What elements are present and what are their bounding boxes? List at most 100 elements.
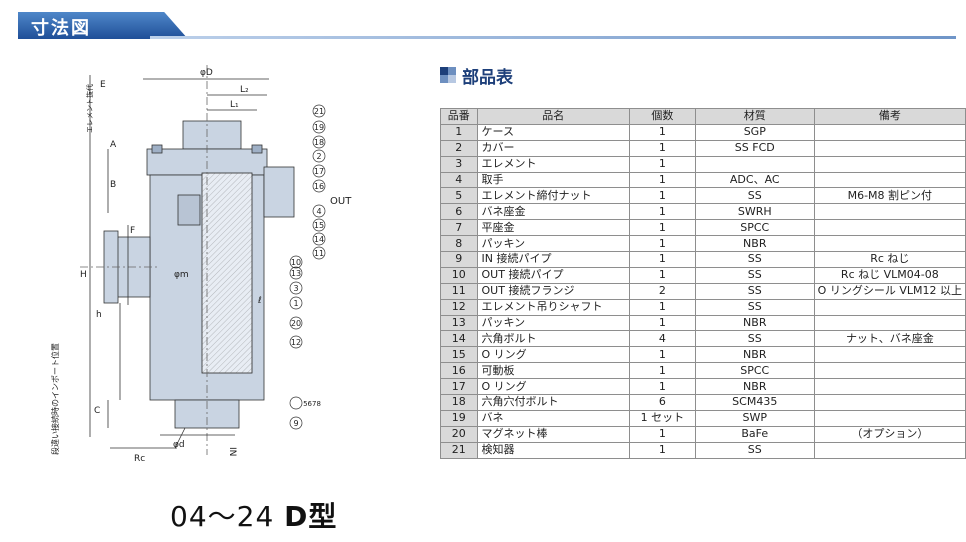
cell-number: 17 [440,378,478,396]
cell-number: 11 [440,282,478,300]
cell-name: エレメント吊りシャフト [476,298,630,316]
section-title: 寸法図 [31,18,91,39]
cell-name: パッキン [476,235,630,253]
parts-table-title: 部品表 [462,67,513,88]
cell-qty: 1 [628,266,696,284]
cell-remarks [813,409,966,427]
cell-material: BaFe [694,425,815,443]
callout-3: 3 [293,284,298,293]
cell-material: SS FCD [694,139,815,157]
cell-name: バネ [476,409,630,427]
cell-name: 六角ボルト [476,330,630,348]
dim-A: A [110,140,117,150]
cell-qty: 1 [628,314,696,332]
cell-qty: 6 [628,394,696,411]
cell-qty: 1 [628,441,696,459]
callout-16: 16 [314,182,324,191]
cell-material: SS [694,330,815,348]
cell-qty: 1 [628,362,696,380]
cell-remarks: O リングシール VLM12 以上 [813,282,966,300]
cell-name: OUT 接続パイプ [476,266,630,284]
cell-material: SS [694,441,815,459]
cell-remarks [813,346,966,364]
cell-remarks [813,378,966,396]
section-header-tab [18,12,188,39]
cell-name: O リング [476,346,630,364]
callout-5678: 5678 [303,400,321,408]
dim-OUT: OUT [330,196,352,207]
cell-number: 15 [440,346,478,364]
dim-H: H [80,270,87,280]
callout-17: 17 [314,167,324,176]
cell-material: SGP [694,123,815,141]
section-header-rule [150,36,956,39]
cell-number: 12 [440,298,478,316]
dimension-drawing: 21 19 18 2 17 16 4 15 14 11 10 13 3 1 20… [50,65,352,464]
cell-number: 3 [440,155,478,173]
callout-21: 21 [314,107,324,116]
cell-number: 13 [440,314,478,332]
cell-qty: 4 [628,330,696,348]
cell-qty: 1 [628,171,696,189]
cell-remarks [813,314,966,332]
cell-name: 六角穴付ボルト [476,394,630,411]
cell-number: 2 [440,139,478,157]
dim-phim: φm [174,270,189,280]
col-header-name: 品名 [476,108,630,125]
cell-number: 20 [440,425,478,443]
cell-qty: 1 [628,155,696,173]
cell-qty: 1 [628,123,696,141]
cell-material: SS [694,282,815,300]
callout-19: 19 [314,123,324,132]
callout-11: 11 [314,249,324,258]
dim-IN: IN [227,447,237,456]
cell-qty: 1 [628,251,696,268]
label-element-removal: エレメント抜代 [85,84,94,133]
cell-remarks [813,298,966,316]
cell-remarks [813,171,966,189]
col-header-material: 材質 [694,108,815,125]
callout-2: 2 [316,152,321,161]
cell-number: 10 [440,266,478,284]
model-range: 04～24 [170,500,275,533]
cell-remarks: M6-M8 割ピン付 [813,187,966,205]
cell-qty: 1 [628,235,696,253]
cap-body [182,120,242,150]
cell-remarks [813,219,966,237]
model-title: 04～24 D型 [170,495,337,535]
callout-14: 14 [314,235,324,244]
dim-Rc: Rc [134,454,145,464]
dim-l: ℓ [257,296,262,306]
cell-remarks [813,394,966,411]
cell-remarks [813,155,966,173]
dim-F: F [130,226,135,236]
callout-18: 18 [314,138,324,147]
cell-number: 14 [440,330,478,348]
out-pipe [263,166,295,218]
callout-10: 10 [291,258,301,267]
cell-qty: 1 [628,139,696,157]
cell-name: マグネット棒 [476,425,630,443]
dim-L2: L₂ [240,85,249,95]
dim-phiD: φD [200,68,213,78]
cell-name: IN 接続パイプ [476,251,630,268]
cell-remarks: （オプション） [813,425,966,443]
cell-material: SS [694,266,815,284]
cell-material: SS [694,298,815,316]
cell-qty: 1 [628,378,696,396]
callout-4: 4 [316,207,321,216]
cell-name: カバー [476,139,630,157]
cell-material: NBR [694,378,815,396]
cell-name: エレメント [476,155,630,173]
